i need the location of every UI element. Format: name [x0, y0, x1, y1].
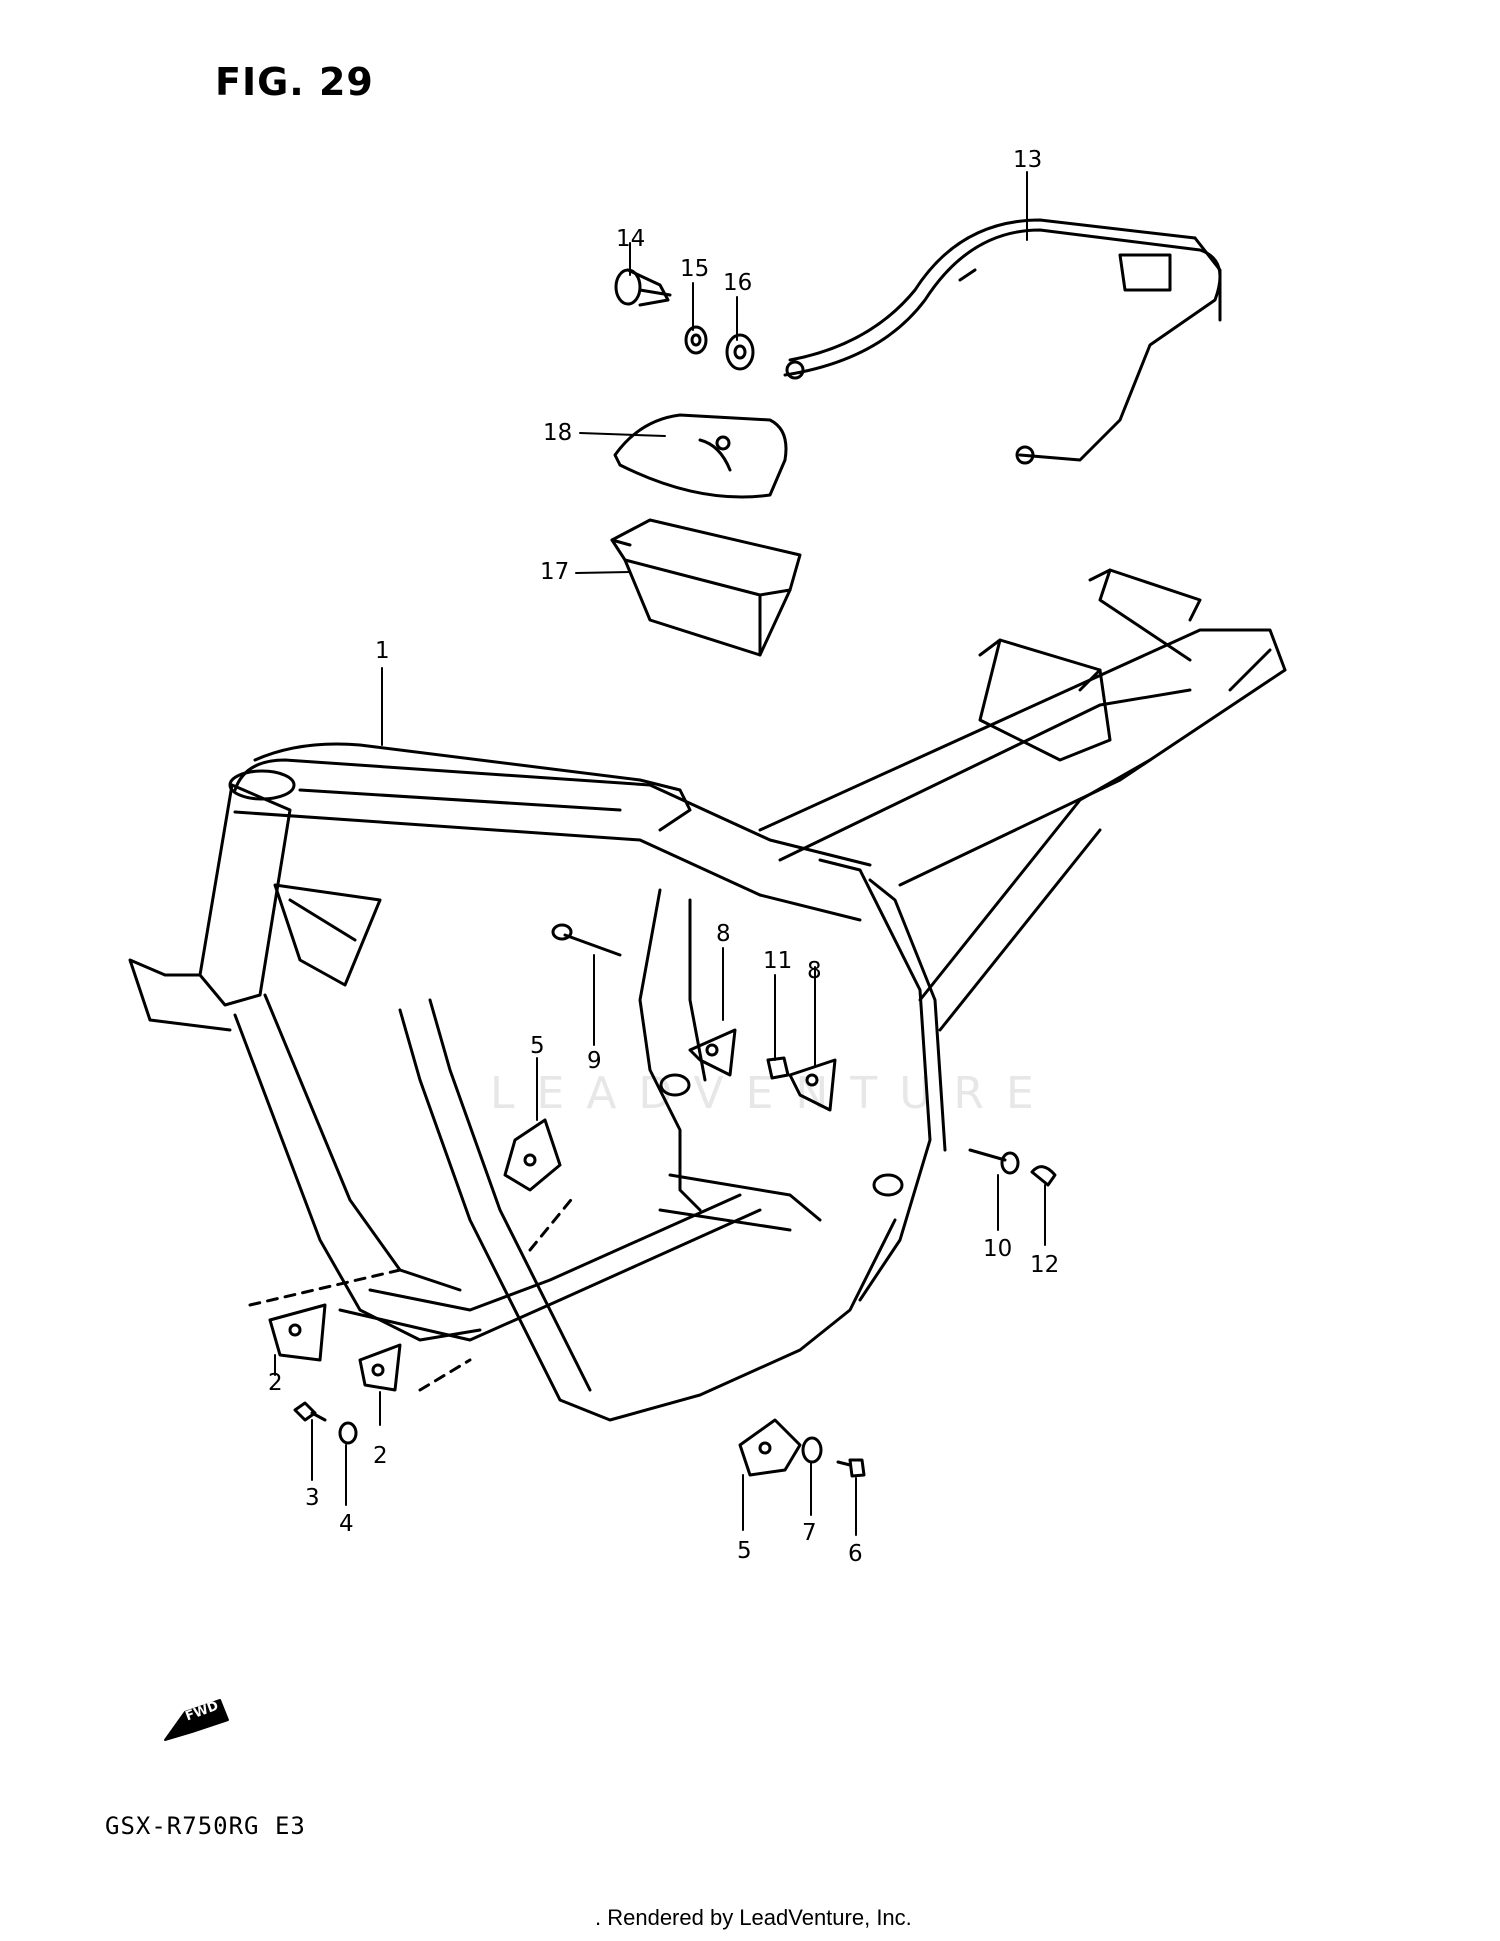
callout-13: 13 — [1013, 147, 1043, 173]
callout-14: 14 — [616, 226, 646, 252]
callout-16: 16 — [723, 270, 753, 296]
callout-17: 17 — [540, 559, 570, 585]
callout-4: 4 — [339, 1511, 354, 1537]
callout-15: 15 — [680, 256, 710, 282]
leader-lines — [274, 171, 1046, 1536]
main-frame — [128, 568, 1287, 1422]
tray-17 — [610, 518, 802, 657]
callout-5b: 5 — [737, 1538, 752, 1564]
callout-6: 6 — [848, 1541, 863, 1567]
bolt-14 — [614, 268, 672, 307]
washer-4 — [338, 1421, 358, 1445]
washer-15 — [684, 325, 708, 355]
bracket-2-right — [358, 1343, 402, 1392]
bolt-6 — [836, 1458, 866, 1478]
tool-bag-18 — [613, 413, 788, 499]
bolt-9 — [551, 923, 622, 957]
nut-11 — [766, 1056, 790, 1080]
callout-11: 11 — [763, 948, 793, 974]
grommet-12 — [1030, 1165, 1057, 1187]
mount-plate-8a — [688, 1028, 737, 1077]
dash-guide-center — [528, 1193, 577, 1252]
figure-title: FIG. 29 — [215, 60, 374, 104]
bracket-5-upper — [503, 1118, 562, 1192]
model-code: GSX-R750RG E3 — [105, 1812, 306, 1840]
callout-2a: 2 — [268, 1370, 283, 1396]
bolt-10 — [968, 1148, 1020, 1175]
dash-guide-left — [248, 1268, 402, 1307]
callout-12: 12 — [1030, 1252, 1060, 1278]
mount-plate-8b — [788, 1058, 837, 1112]
callout-3: 3 — [305, 1485, 320, 1511]
bracket-5-lower — [738, 1418, 802, 1477]
bracket-2-left — [268, 1303, 327, 1362]
callout-2b: 2 — [373, 1443, 388, 1469]
callout-8b: 8 — [807, 958, 822, 984]
callout-9: 9 — [587, 1048, 602, 1074]
callout-8a: 8 — [716, 921, 731, 947]
callout-1: 1 — [375, 638, 390, 664]
callout-5a: 5 — [530, 1033, 545, 1059]
fwd-arrow-icon — [164, 1699, 229, 1741]
washer-7 — [801, 1436, 823, 1464]
washer-16 — [725, 333, 755, 371]
callout-7: 7 — [802, 1520, 817, 1546]
callout-10: 10 — [983, 1236, 1013, 1262]
footer-credit: . Rendered by LeadVenture, Inc. — [595, 1905, 912, 1930]
rear-rail — [783, 218, 1222, 465]
dash-guide-right — [418, 1358, 472, 1392]
bolt-3 — [293, 1401, 327, 1422]
callout-18: 18 — [543, 420, 573, 446]
